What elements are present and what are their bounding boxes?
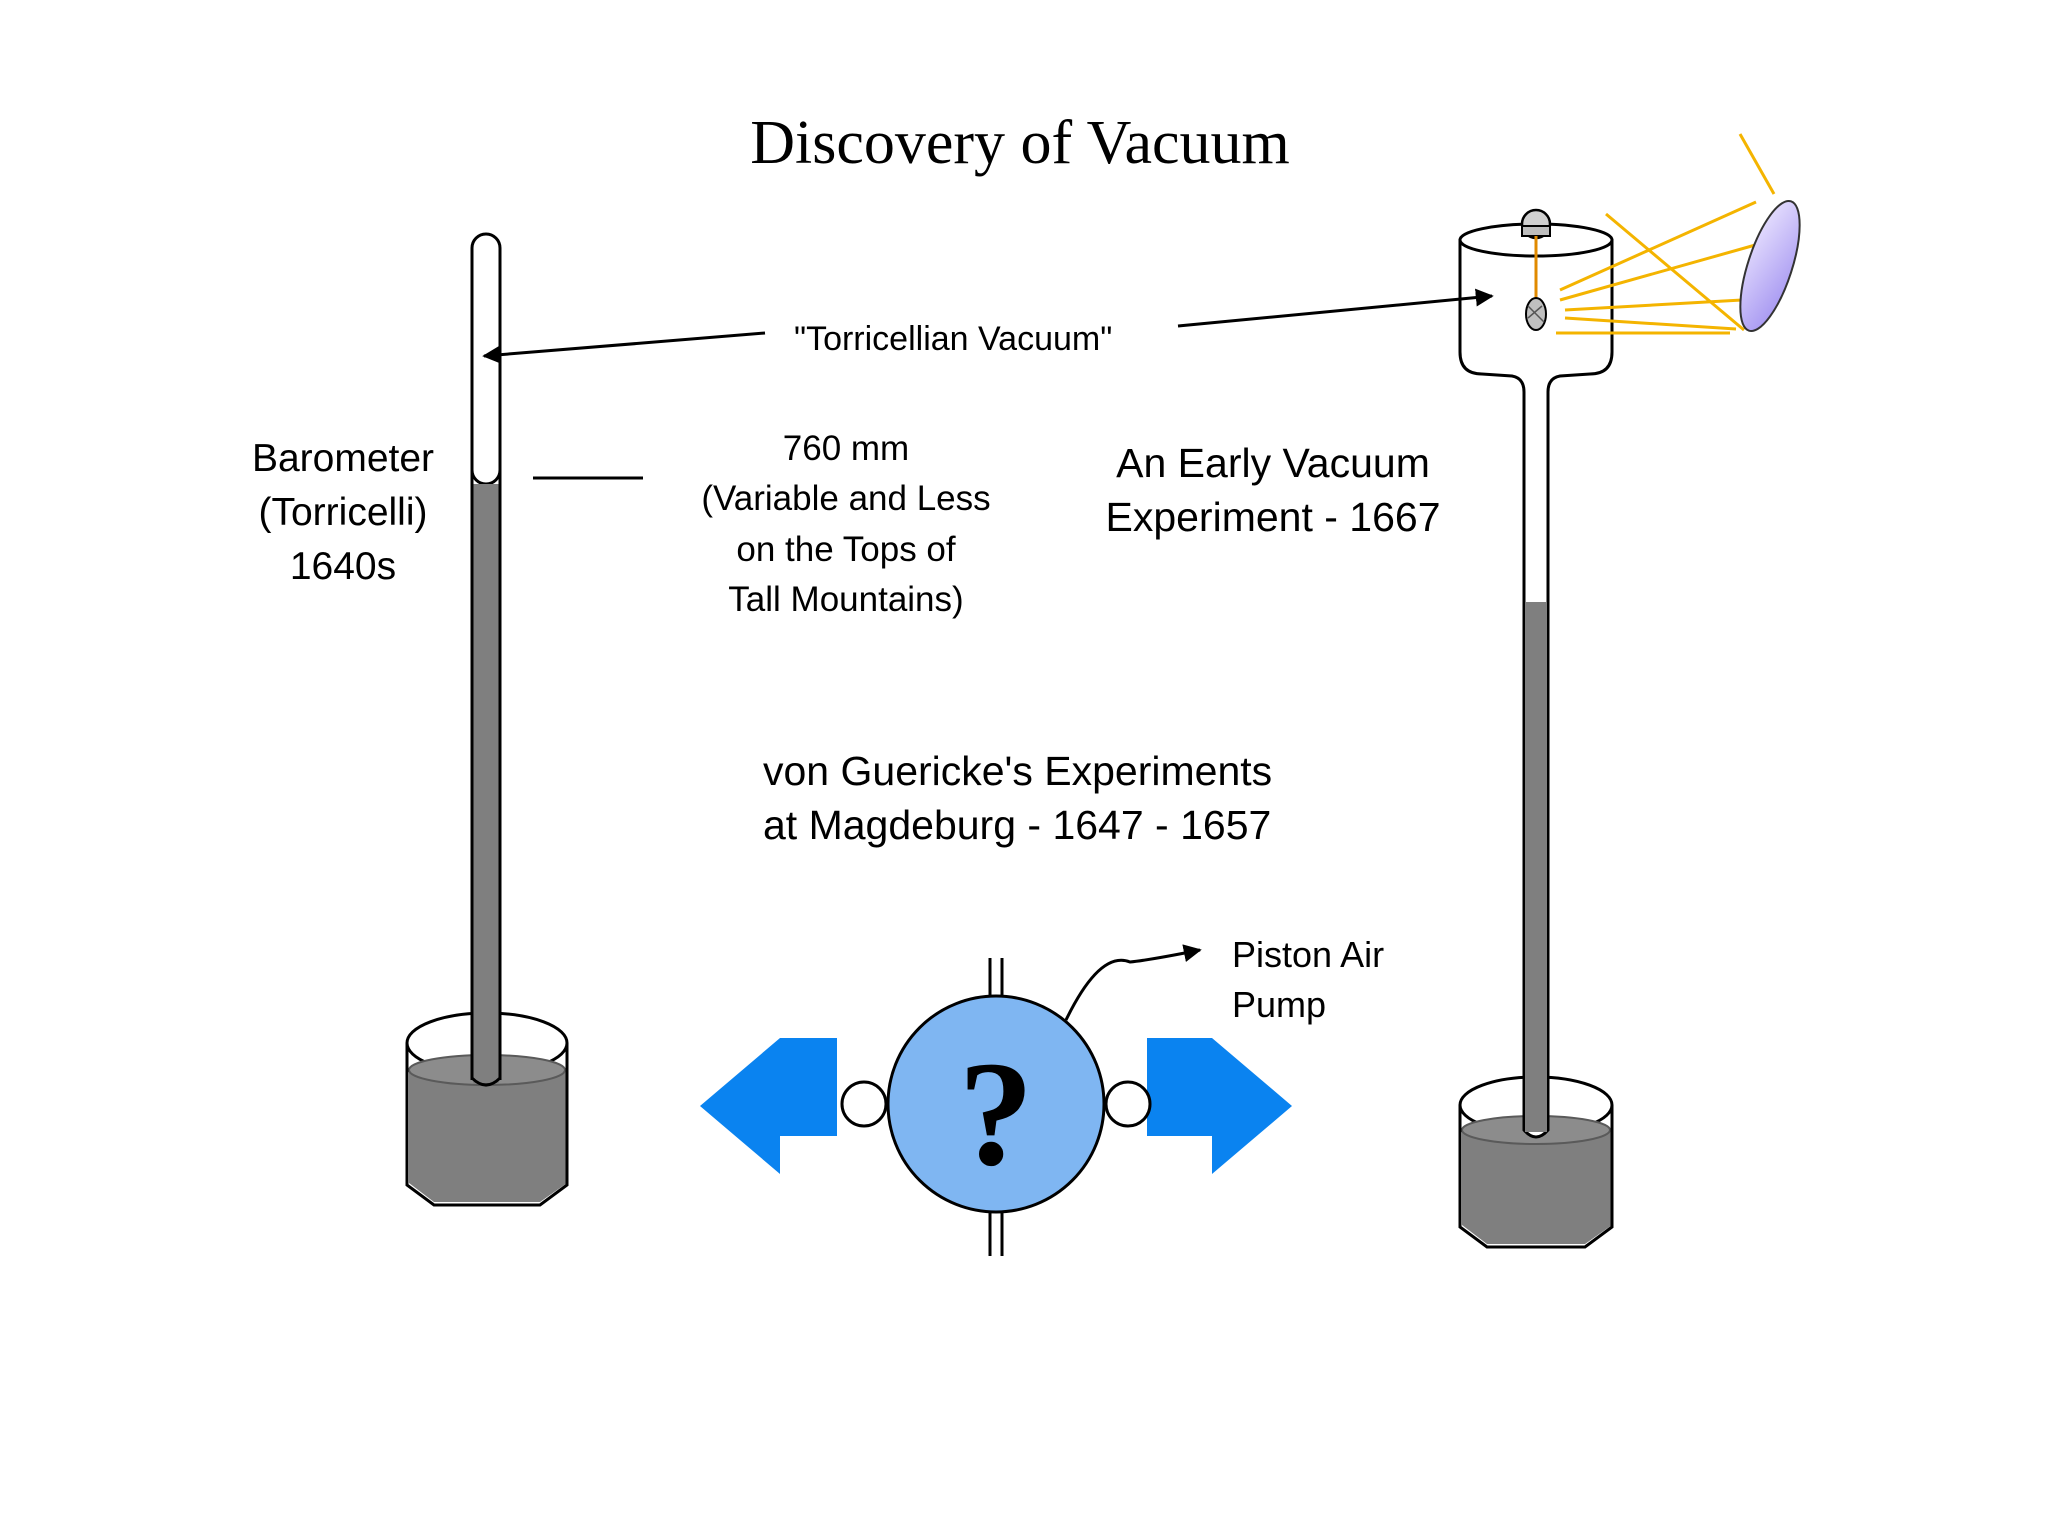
height-note: 760 mm (Variable and Less on the Tops of… xyxy=(671,424,1021,626)
arrow-left-blue xyxy=(700,1038,837,1174)
height-note-line3: on the Tops of xyxy=(736,529,956,569)
torricellian-arrows xyxy=(482,288,1494,364)
pump-question-mark: ? xyxy=(959,1031,1034,1197)
pump-label: Piston Air Pump xyxy=(1232,930,1384,1029)
pump-label-line1: Piston Air xyxy=(1232,934,1385,975)
dish-right-mercury xyxy=(1462,1117,1612,1244)
dish-left-mercury xyxy=(409,1055,567,1202)
vacuum-apparatus-right xyxy=(1458,133,1801,1249)
pump-label-line2: Pump xyxy=(1232,983,1327,1025)
arrow-right-blue xyxy=(1147,1038,1292,1174)
guericke-label: von Guericke's Experiments at Magdeburg … xyxy=(763,744,1272,852)
lens xyxy=(1739,199,1801,333)
early-experiment-line1: An Early Vacuum xyxy=(1116,440,1430,486)
torricellian-vacuum-label: "Torricellian Vacuum" xyxy=(794,320,1113,358)
barometer-label: Barometer (Torricelli) 1640s xyxy=(223,432,463,593)
tube-left-mercury-column xyxy=(473,484,499,1084)
early-experiment-line2: Experiment - 1667 xyxy=(1105,494,1441,541)
barometer-label-line3: 1640s xyxy=(289,544,397,588)
height-note-line4: Tall Mountains) xyxy=(728,580,964,620)
diagram-title: Discovery of Vacuum xyxy=(750,109,1290,177)
guericke-line2: at Magdeburg - 1647 - 1657 xyxy=(763,802,1272,849)
barometer-left xyxy=(405,232,643,1207)
barometer-label-line2: (Torricelli) xyxy=(258,490,428,534)
barometer-label-line1: Barometer xyxy=(251,437,435,480)
tube-left-vacuum xyxy=(470,232,502,486)
pump-body xyxy=(886,994,1106,1214)
height-note-line1: 760 mm xyxy=(782,429,910,468)
light-rays xyxy=(1556,133,1776,335)
guericke-line1: von Guericke's Experiments xyxy=(763,748,1273,794)
early-experiment-label: An Early Vacuum Experiment - 1667 xyxy=(1083,436,1463,544)
piston-air-pump: ? xyxy=(700,944,1292,1256)
tube-right-mercury-column xyxy=(1525,602,1547,1132)
height-note-line2: (Variable and Less xyxy=(701,479,991,519)
